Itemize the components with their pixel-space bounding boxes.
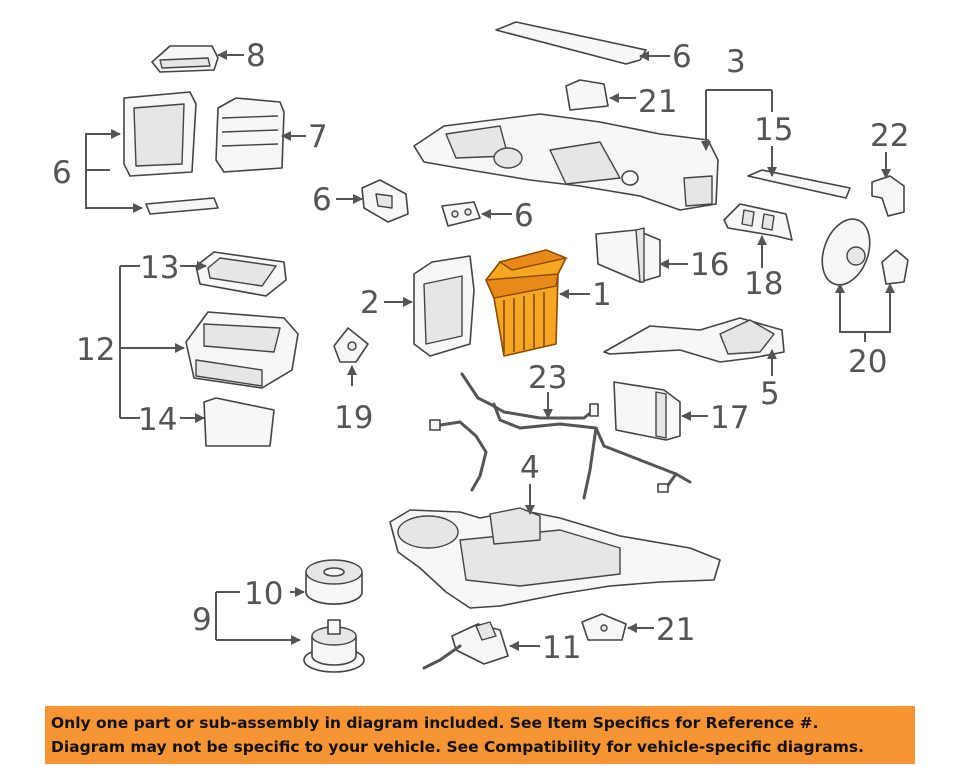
- part-3-upper-housing: [413, 113, 719, 211]
- part-6-seal-strip: [145, 197, 219, 215]
- callout-22: 22: [870, 118, 909, 154]
- part-2-case-frame: [413, 255, 475, 357]
- callout-12: 12: [76, 332, 115, 368]
- part-22-clip: [871, 175, 905, 217]
- callout-6-top: 6: [672, 39, 692, 75]
- callout-21-top: 21: [638, 84, 677, 120]
- part-17-evaporator: [613, 381, 681, 441]
- part-21-bottom-bracket: [581, 613, 627, 641]
- part-19-bracket: [333, 327, 369, 363]
- callout-9: 9: [192, 602, 212, 638]
- callout-20: 20: [848, 344, 887, 380]
- callout-14: 14: [138, 402, 177, 438]
- part-6-mid-seal-a: [361, 179, 409, 223]
- callout-23: 23: [528, 360, 567, 396]
- part-8-cover: [151, 45, 219, 73]
- part-13-filter: [195, 251, 287, 297]
- part-6-filter-frame: [123, 91, 197, 177]
- bracket-20: [839, 288, 891, 333]
- part-15-strip: [747, 169, 851, 199]
- disclaimer-line-2: Diagram may not be specific to your vehi…: [51, 738, 865, 756]
- part-5-duct: [603, 317, 785, 363]
- callout-3: 3: [726, 44, 746, 80]
- part-9-blower-motor: [303, 619, 365, 673]
- callout-6-mid-a: 6: [312, 182, 332, 218]
- callout-7: 7: [308, 119, 328, 155]
- part-20-actuator-a: [821, 218, 871, 286]
- part-21-top-bracket: [565, 79, 609, 111]
- part-12-housing: [185, 311, 299, 389]
- callout-6-left: 6: [52, 155, 72, 191]
- part-4-lower-case: [389, 507, 721, 609]
- callout-18: 18: [744, 266, 783, 302]
- part-18-door: [723, 203, 793, 241]
- part-6-mid-seal-b: [441, 201, 481, 227]
- part-11-resistor: [422, 621, 509, 670]
- callout-2: 2: [360, 285, 380, 321]
- bracket-6-left: [85, 133, 120, 171]
- part-6-top-strip: [495, 21, 647, 65]
- part-16-module: [595, 227, 661, 283]
- part-1-heater-core: [484, 249, 569, 357]
- callout-15: 15: [754, 112, 793, 148]
- part-10-blower-wheel: [305, 559, 363, 605]
- callout-11: 11: [542, 630, 581, 666]
- disclaimer-line-1: Only one part or sub-assembly in diagram…: [51, 714, 819, 732]
- callout-5: 5: [760, 376, 780, 412]
- callout-10: 10: [244, 576, 283, 612]
- callout-6-mid-b: 6: [514, 198, 534, 234]
- disclaimer-banner: Only one part or sub-assembly in diagram…: [45, 706, 915, 764]
- bracket-9: [215, 591, 240, 640]
- callout-1: 1: [592, 277, 612, 313]
- part-14-cover: [203, 397, 275, 447]
- callout-17: 17: [710, 400, 749, 436]
- part-7-filter: [215, 97, 285, 173]
- part-20-actuator-b: [881, 249, 909, 285]
- callout-16: 16: [690, 247, 729, 283]
- callout-19: 19: [334, 400, 373, 436]
- bracket-12: [119, 265, 140, 419]
- callout-21-bottom: 21: [656, 612, 695, 648]
- callout-4: 4: [520, 450, 540, 486]
- callout-8: 8: [246, 38, 266, 74]
- callout-13: 13: [140, 250, 179, 286]
- part-23-wiring-harness: [429, 372, 692, 500]
